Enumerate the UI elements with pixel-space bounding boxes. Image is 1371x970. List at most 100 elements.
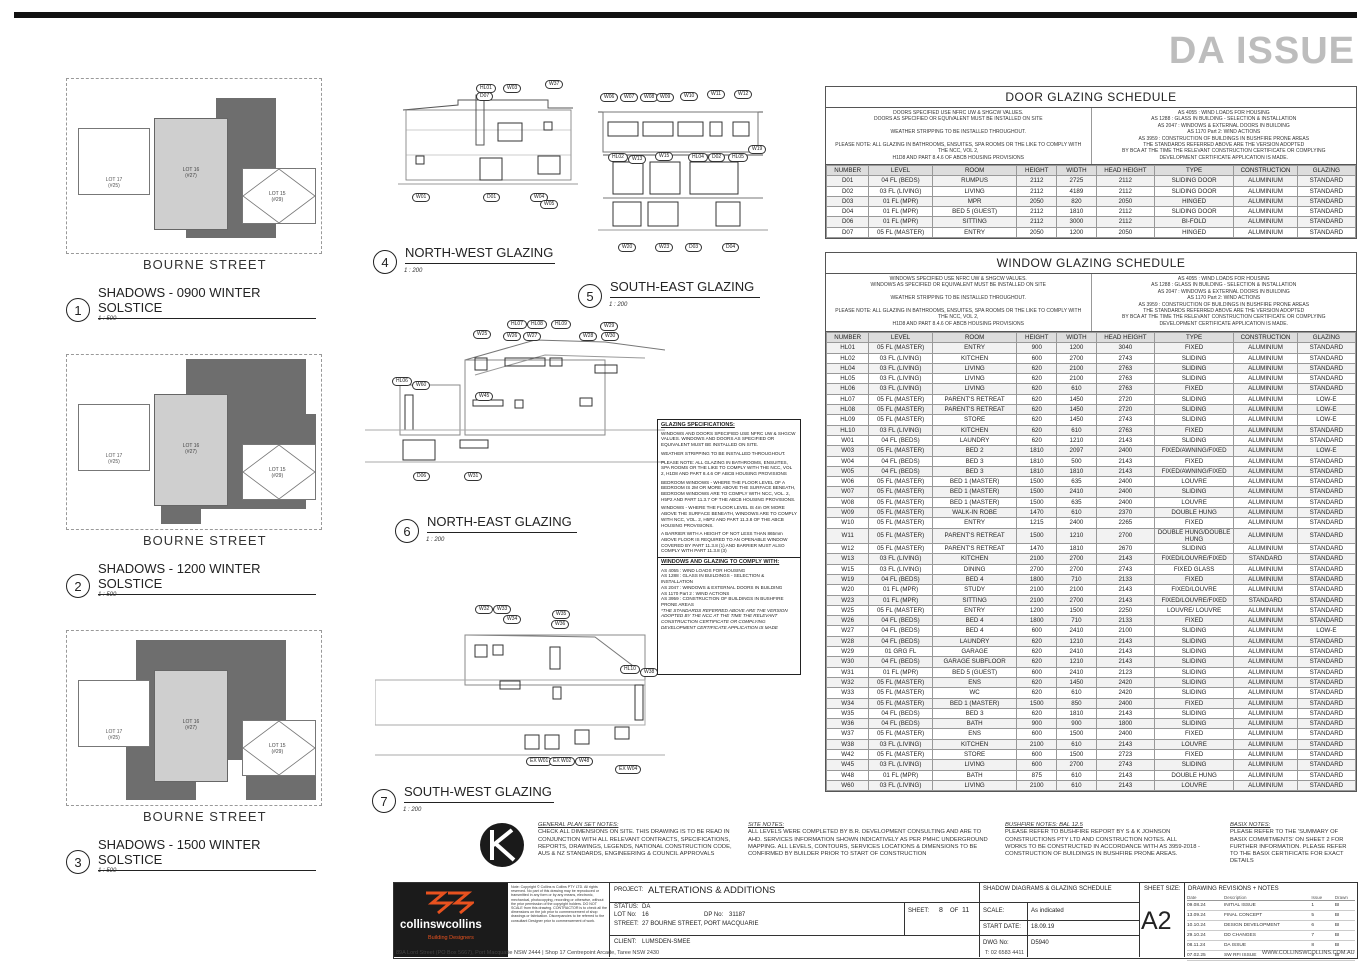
scale-label: SCALE: <box>983 908 1005 914</box>
table-cell: STANDARD <box>1296 553 1357 565</box>
table-cell: 710 <box>1056 615 1097 627</box>
table-cell: W30 <box>825 656 870 668</box>
table-cell: 1450 <box>1056 414 1097 426</box>
south-east-elevation-drawing <box>598 111 768 231</box>
table-cell: BED 3 <box>931 455 1018 467</box>
table-cell: 1810 <box>1056 465 1097 478</box>
table-cell: BED 1 (MASTER) <box>931 486 1018 498</box>
table-cell: ALUMINIUM <box>1233 573 1298 586</box>
table-cell: FIXED/AWNING/FIXED <box>1153 465 1235 478</box>
table-cell: W20 <box>825 584 870 596</box>
table-cell: 600 <box>1016 666 1058 678</box>
table-cell: W60 <box>825 779 870 792</box>
table-cell: HL04 <box>825 362 870 375</box>
brand-subtitle: Building Designers <box>428 935 474 941</box>
table-cell: STANDARD <box>1296 594 1357 606</box>
table-cell: W42 <box>825 748 870 761</box>
table-cell: ALUMINIUM <box>1233 676 1298 689</box>
view-scale: 1 : 200 <box>426 537 445 543</box>
window-tag: W20 <box>618 243 637 252</box>
table-cell: 620 <box>1016 414 1058 426</box>
table-cell: GARAGE SUBFLOOR <box>931 656 1018 668</box>
table-cell: SLIDING <box>1153 434 1235 447</box>
table-cell: 1800 <box>1095 718 1155 730</box>
table-cell: 2143 <box>1095 434 1155 447</box>
lot-15: LOT 15 (#29) <box>242 168 316 224</box>
table-cell: 2112 <box>1095 185 1155 197</box>
revision-cell: 29.10.24 <box>1187 933 1206 938</box>
table-cell: 2720 <box>1095 404 1155 416</box>
window-schedule-title: WINDOW GLAZING SCHEDULE <box>826 253 1356 274</box>
revision-cell: DA ISSUE <box>1223 943 1247 948</box>
window-tag: W05 <box>540 200 559 209</box>
table-cell: 620 <box>1016 404 1058 416</box>
window-tag: W27 <box>523 332 542 341</box>
revision-cell: 1 <box>1311 903 1314 908</box>
table-cell: D03 <box>825 195 870 208</box>
table-cell: ALUMINIUM <box>1233 185 1298 197</box>
table-cell: 04 FL (BEDS) <box>868 615 933 627</box>
revision-cell: 13.09.24 <box>1187 913 1206 918</box>
table-cell: ALUMINIUM <box>1233 414 1298 426</box>
table-cell: 05 FL (MASTER) <box>868 404 933 416</box>
revision-cell: 5 <box>1311 913 1314 918</box>
table-cell: SLIDING <box>1153 635 1235 648</box>
table-cell: STANDARD <box>1296 604 1357 617</box>
view-title-south-west: 7 SOUTH-WEST GLAZING <box>372 784 554 813</box>
table-cell: W26 <box>825 615 870 627</box>
table-cell: SLIDING DOOR <box>1153 175 1235 187</box>
table-cell: W10 <box>825 517 870 529</box>
top-border <box>14 12 1357 18</box>
table-cell: W35 <box>825 707 870 720</box>
table-cell: 2100 <box>1056 373 1097 385</box>
window-tag: D06 <box>413 472 431 481</box>
table-cell: STANDARD <box>1296 615 1357 627</box>
table-cell: HL09 <box>825 414 870 426</box>
table-cell: 2050 <box>1016 226 1058 239</box>
table-cell: SLIDING <box>1153 543 1235 555</box>
table-cell: STUDY <box>931 584 1018 596</box>
brand-panel: collinswcollins Building Designers <box>394 883 508 957</box>
table-cell: 05 FL (MASTER) <box>868 445 933 457</box>
website[interactable]: WWW.COLLINSWCOLLINS.COM.AU <box>1262 950 1355 956</box>
door-schedule-title: DOOR GLAZING SCHEDULE <box>826 87 1356 108</box>
table-cell: 610 <box>1056 779 1097 792</box>
table-cell: 2100 <box>1016 553 1058 565</box>
table-cell: 1210 <box>1056 635 1097 648</box>
bushfire-notes-title: BUSHFIRE NOTES: BAL 12.5 <box>1005 822 1083 828</box>
street-label: BOURNE STREET <box>143 809 267 824</box>
revision-cell: 09.08.24 <box>1187 903 1206 908</box>
table-cell: PARENT'S RETREAT <box>931 393 1018 406</box>
table-cell: SLIDING <box>1153 718 1235 730</box>
table-cell: SLIDING DOOR <box>1153 206 1235 218</box>
table-cell: 2700 <box>1095 527 1155 545</box>
table-cell: W25 <box>825 604 870 617</box>
revision-cell: FINAL CONCEPT <box>1223 913 1263 918</box>
column-header: TYPE <box>1153 331 1235 344</box>
table-cell: LOUVRE/ LOUVRE <box>1153 604 1235 617</box>
office-phone: T: 02 6583 4411 <box>985 950 1025 956</box>
table-cell: 03 FL (LIVING) <box>868 362 933 375</box>
table-cell: 2050 <box>1016 195 1058 208</box>
table-cell: ALUMINIUM <box>1233 728 1298 740</box>
table-cell: ALUMINIUM <box>1233 507 1298 519</box>
basix-notes-text: PLEASE REFER TO THE 'SUMMARY OF BASIX CO… <box>1230 829 1347 865</box>
table-cell: STANDARD <box>1296 206 1357 218</box>
glazing-specifications-box: GLAZING SPECIFICATIONS: WINDOWS AND DOOR… <box>657 419 801 675</box>
window-tag: W36 <box>551 620 570 629</box>
spec-paragraph: PLEASE NOTE: ALL GLAZING IN BATHROOMS, E… <box>661 459 792 476</box>
office-address: 89A Lord Street (PO Box 5667), Port Macq… <box>396 950 660 956</box>
table-cell: 610 <box>1056 507 1097 519</box>
window-tag: W34 <box>503 615 522 624</box>
table-cell: 600 <box>1016 625 1058 637</box>
table-cell: W09 <box>825 507 870 519</box>
